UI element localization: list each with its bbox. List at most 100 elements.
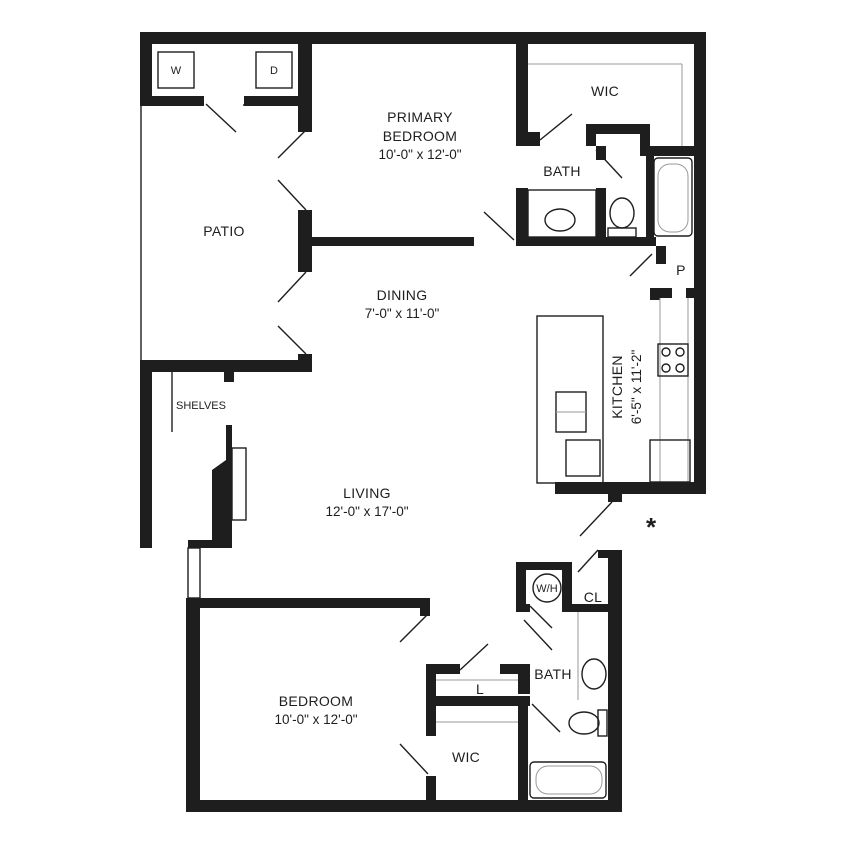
wall-wh-left: [516, 562, 526, 612]
toilet-top-tank: [607, 227, 637, 238]
wic-bottom-label: WIC: [452, 749, 480, 765]
wall-bedroom-top: [186, 598, 430, 608]
door-patio-2: [277, 271, 307, 303]
door-entry: [579, 501, 613, 537]
wall-wh-bottom: [516, 604, 530, 612]
wall-bedroom-left: [186, 598, 200, 812]
wall-linen-top-r: [500, 664, 530, 674]
dining-size: 7'-0" x 11'-0": [365, 306, 440, 321]
interior-lines: [140, 63, 689, 723]
wall-linen-top-l: [426, 664, 460, 674]
wall-bath-mid: [596, 188, 606, 246]
door-primary-wd: [277, 129, 307, 159]
door-bath-bottom-2: [531, 703, 561, 733]
wall-primary-right-lower: [516, 188, 528, 246]
kitchen-island: [536, 315, 604, 484]
wall-linen-bottom: [426, 696, 530, 706]
burner-3: [661, 363, 671, 373]
shelves-label: SHELVES: [176, 400, 226, 412]
wall-bath-top-bottom: [516, 237, 656, 246]
wall-linen-right: [518, 664, 530, 694]
wall-wh-right: [562, 562, 572, 612]
wall-wic-bath-v1: [586, 124, 596, 146]
entry-marker: *: [646, 512, 657, 542]
kitchen-name: KITCHEN: [609, 355, 625, 419]
walls: [140, 32, 706, 812]
door-wic-bottom: [399, 743, 429, 775]
wall-pantry-v: [650, 288, 660, 300]
linen-label: L: [476, 681, 484, 697]
kitchen-size: 6'-5" x 11'-2": [629, 350, 644, 425]
wall-bath-right: [608, 550, 622, 812]
primary-bedroom-size: 10'-0" x 12'-0": [378, 147, 461, 162]
wall-bedroom-bottom: [186, 800, 622, 812]
wall-patio-mid: [298, 210, 312, 272]
tub-top-inner: [657, 163, 689, 233]
doors: [205, 103, 653, 775]
wall-kitchen-bottom: [555, 482, 706, 494]
door-wd-1: [205, 103, 237, 133]
water-heater-label: W/H: [536, 583, 557, 595]
tub-top-icon: [653, 157, 693, 237]
pantry-label: P: [676, 262, 686, 278]
living-name: LIVING: [343, 485, 391, 501]
tub-bottom-inner: [535, 765, 603, 795]
wall-left-upper: [140, 32, 152, 106]
toilet-top-icon: [609, 197, 635, 229]
door-bedroom: [399, 613, 429, 643]
fireplace: [140, 425, 232, 548]
wall-bedroom-dining: [312, 237, 474, 246]
door-patio-1: [277, 179, 307, 211]
wall-bath-mid-top: [596, 146, 606, 160]
hearth-icon: [231, 447, 247, 521]
wall-tub-top: [640, 146, 706, 156]
wic-top-label: WIC: [591, 83, 619, 99]
burner-4: [675, 363, 685, 373]
wall-wic-bath-h1: [586, 124, 642, 134]
wall-left-mid: [140, 360, 152, 548]
toilet-bottom-icon: [568, 711, 600, 735]
wall-wic-right: [518, 696, 528, 812]
sink-bottom-icon: [581, 658, 607, 690]
door-pantry: [629, 253, 653, 277]
door-wh: [529, 605, 553, 629]
wall-wd-bottom-left: [140, 96, 204, 106]
dishwasher-icon: [565, 439, 601, 477]
closet-label: CL: [584, 589, 603, 605]
door-linen: [459, 643, 489, 671]
wall-pantry-left: [656, 246, 666, 264]
fixtures: [157, 51, 693, 799]
water-heater-icon: [532, 573, 562, 603]
sink-top-icon: [544, 208, 576, 232]
wall-wd-bottom-right: [244, 96, 302, 106]
door-bath-top: [595, 149, 623, 179]
door-patio-3: [277, 325, 307, 355]
living-size: 12'-0" x 17'-0": [325, 504, 408, 519]
living-window: [187, 547, 201, 599]
wall-wic-left-lower: [426, 776, 436, 810]
wall-shelves-stub: [224, 372, 234, 382]
tub-bottom-icon: [529, 761, 607, 799]
burner-2: [675, 347, 685, 357]
wall-wd-bedroom: [298, 32, 312, 132]
door-wic-top: [539, 113, 573, 141]
dryer-label: D: [270, 65, 278, 77]
sink-top-counter: [527, 189, 597, 238]
wall-primary-right-upper: [516, 32, 528, 146]
burner-1: [661, 347, 671, 357]
room-labels: W D PRIMARY BEDROOM 10'-0" x 12'-0" WIC …: [171, 65, 686, 765]
wall-entry-post: [608, 482, 622, 502]
toilet-bottom-tank: [597, 709, 608, 737]
bedroom-size: 10'-0" x 12'-0": [274, 712, 357, 727]
dryer-icon: [255, 51, 293, 89]
wall-top: [140, 32, 706, 44]
bath-top-label: BATH: [543, 163, 581, 179]
patio-label: PATIO: [203, 223, 244, 239]
wall-cl-bottom: [562, 604, 608, 612]
wall-hall-stub: [598, 550, 622, 558]
wall-wic-bath-v2: [640, 124, 650, 154]
washer-label: W: [171, 65, 182, 77]
stove-icon: [657, 343, 689, 377]
primary-bedroom-name-1: PRIMARY: [387, 109, 453, 125]
